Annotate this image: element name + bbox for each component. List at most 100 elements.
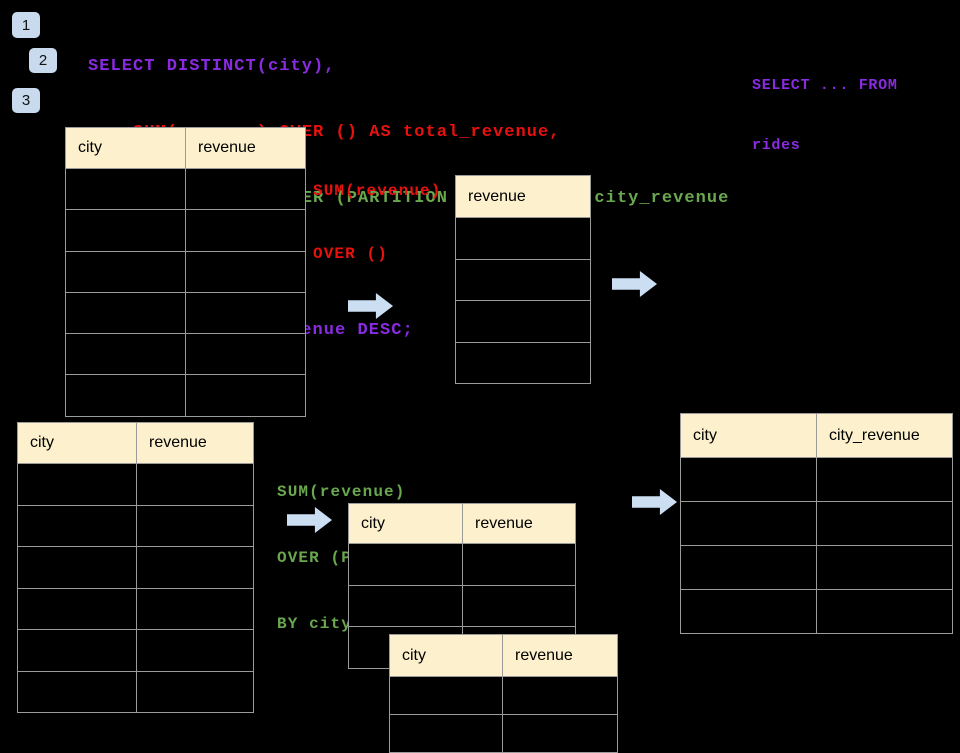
empty-cell bbox=[17, 463, 137, 506]
empty-cell bbox=[136, 629, 254, 672]
table-row bbox=[17, 629, 254, 672]
table-row bbox=[65, 209, 306, 252]
label-line: SUM(revenue) bbox=[313, 182, 442, 200]
table-row bbox=[389, 676, 618, 715]
empty-cell bbox=[17, 504, 137, 547]
table-row bbox=[65, 374, 306, 417]
table-row bbox=[65, 250, 306, 293]
table-row bbox=[17, 587, 254, 630]
table-row bbox=[680, 589, 953, 634]
empty-cell bbox=[389, 714, 503, 753]
table-row bbox=[348, 584, 576, 628]
empty-cell bbox=[65, 209, 186, 252]
empty-cell bbox=[17, 670, 137, 713]
column-header: city bbox=[348, 503, 463, 544]
table-row bbox=[389, 714, 618, 753]
table-row bbox=[455, 217, 591, 260]
column-header: city bbox=[680, 413, 817, 458]
column-header: city bbox=[17, 422, 137, 464]
table-row bbox=[455, 341, 591, 384]
data-grid: revenue bbox=[455, 175, 591, 384]
empty-cell bbox=[185, 291, 306, 335]
arrow-right-icon bbox=[632, 489, 677, 515]
side-note-line: rides bbox=[752, 137, 801, 154]
table-row bbox=[680, 457, 953, 502]
empty-cell bbox=[185, 209, 306, 252]
column-header: city bbox=[65, 127, 186, 169]
empty-cell bbox=[502, 714, 618, 753]
empty-cell bbox=[65, 250, 186, 293]
empty-cell bbox=[136, 670, 254, 713]
table-row bbox=[348, 543, 576, 586]
empty-cell bbox=[17, 546, 137, 589]
empty-cell bbox=[17, 587, 137, 630]
table-row bbox=[455, 300, 591, 343]
column-header: revenue bbox=[502, 634, 618, 677]
empty-cell bbox=[680, 457, 817, 502]
empty-cell bbox=[65, 374, 186, 417]
empty-cell bbox=[816, 457, 953, 502]
step-badge-2: 2 bbox=[29, 48, 57, 73]
table-row bbox=[65, 291, 306, 335]
column-header: revenue bbox=[185, 127, 306, 169]
empty-cell bbox=[455, 341, 591, 384]
column-header: city_revenue bbox=[816, 413, 953, 458]
table-row bbox=[455, 258, 591, 301]
side-note-from-rides: SELECT ... FROM rides bbox=[752, 36, 898, 176]
label-line: OVER () bbox=[313, 245, 388, 263]
empty-cell bbox=[455, 300, 591, 343]
empty-cell bbox=[680, 545, 817, 590]
empty-cell bbox=[680, 589, 817, 634]
table-row bbox=[17, 504, 254, 547]
label-sum-over-all: SUM(revenue) OVER () bbox=[313, 139, 441, 286]
step-badge-3: 3 bbox=[12, 88, 40, 113]
empty-cell bbox=[502, 676, 618, 715]
empty-cell bbox=[389, 676, 503, 715]
empty-cell bbox=[462, 543, 576, 586]
empty-cell bbox=[816, 501, 953, 546]
sql-code-line: SELECT DISTINCT(city), bbox=[88, 57, 336, 76]
column-header: revenue bbox=[462, 503, 576, 544]
table-row bbox=[680, 501, 953, 546]
header-row: revenue bbox=[455, 175, 591, 218]
empty-cell bbox=[680, 501, 817, 546]
table-revenue-only: revenue bbox=[455, 175, 591, 384]
table-row bbox=[65, 167, 306, 211]
table-row bbox=[17, 546, 254, 589]
empty-cell bbox=[185, 167, 306, 211]
empty-cell bbox=[65, 291, 186, 335]
empty-cell bbox=[136, 546, 254, 589]
empty-cell bbox=[455, 258, 591, 301]
empty-cell bbox=[348, 584, 463, 628]
empty-cell bbox=[462, 584, 576, 628]
table-row bbox=[17, 670, 254, 713]
table-row bbox=[680, 545, 953, 590]
empty-cell bbox=[816, 545, 953, 590]
empty-cell bbox=[185, 250, 306, 293]
empty-cell bbox=[455, 217, 591, 260]
empty-cell bbox=[816, 589, 953, 634]
empty-cell bbox=[185, 374, 306, 417]
empty-cell bbox=[348, 543, 463, 586]
table-row bbox=[65, 333, 306, 376]
empty-cell bbox=[17, 629, 137, 672]
empty-cell bbox=[65, 333, 186, 376]
empty-cell bbox=[136, 587, 254, 630]
column-header: revenue bbox=[455, 175, 591, 218]
empty-cell bbox=[185, 333, 306, 376]
empty-cell bbox=[65, 167, 186, 211]
label-line: SUM(revenue) bbox=[277, 483, 406, 501]
